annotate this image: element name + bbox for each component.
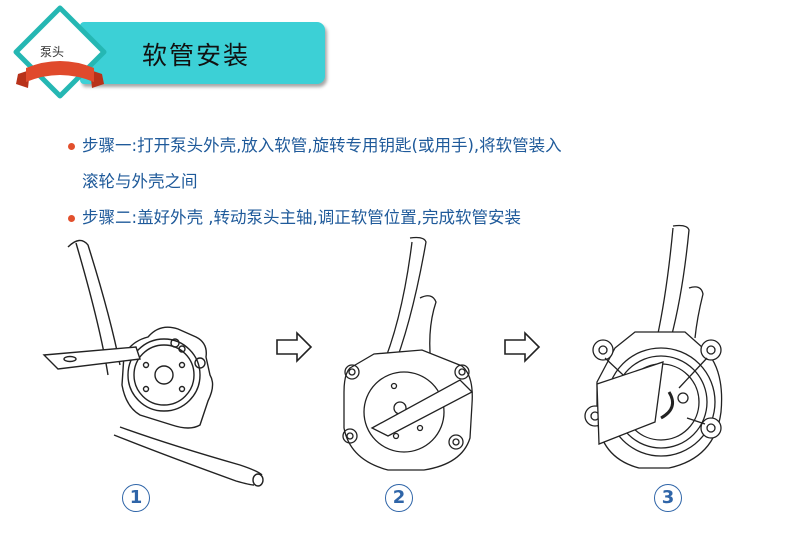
step-1-text: 打开泵头外壳,放入软管,旋转专用钥匙(或用手),将软管装入 [137,136,562,155]
pump-head-open-illustration [42,239,264,487]
step-1-label: 步骤一: [82,136,138,155]
step-number-2: 2 [385,484,413,512]
title-banner [80,22,325,84]
step-2-text: 盖好外壳 ,转动泵头主轴,调正软管位置,完成软管安装 [137,208,522,227]
bullet-icon [68,215,75,222]
step-2: 步骤二:盖好外壳 ,转动泵头主轴,调正软管位置,完成软管安装 [68,200,748,236]
right-arrow-icon [276,331,313,363]
right-arrow-icon [504,331,541,363]
badge-label: 泵头 [40,45,65,59]
page-title: 软管安装 [142,41,251,70]
badge-icon [13,5,107,99]
step-1: 步骤一:打开泵头外壳,放入软管,旋转专用钥匙(或用手),将软管装入 滚轮与外壳之… [68,128,748,200]
step-2-label: 步骤二: [82,208,138,227]
instructions: 步骤一:打开泵头外壳,放入软管,旋转专用钥匙(或用手),将软管装入 滚轮与外壳之… [68,128,748,236]
pump-head-tube-inserted-illustration [342,236,474,471]
pump-head-closed-illustration [584,224,723,469]
step-number-1: 1 [122,484,150,512]
step-number-3: 3 [654,484,682,512]
bullet-icon [68,143,75,150]
step-1-text-cont: 滚轮与外壳之间 [82,172,198,191]
